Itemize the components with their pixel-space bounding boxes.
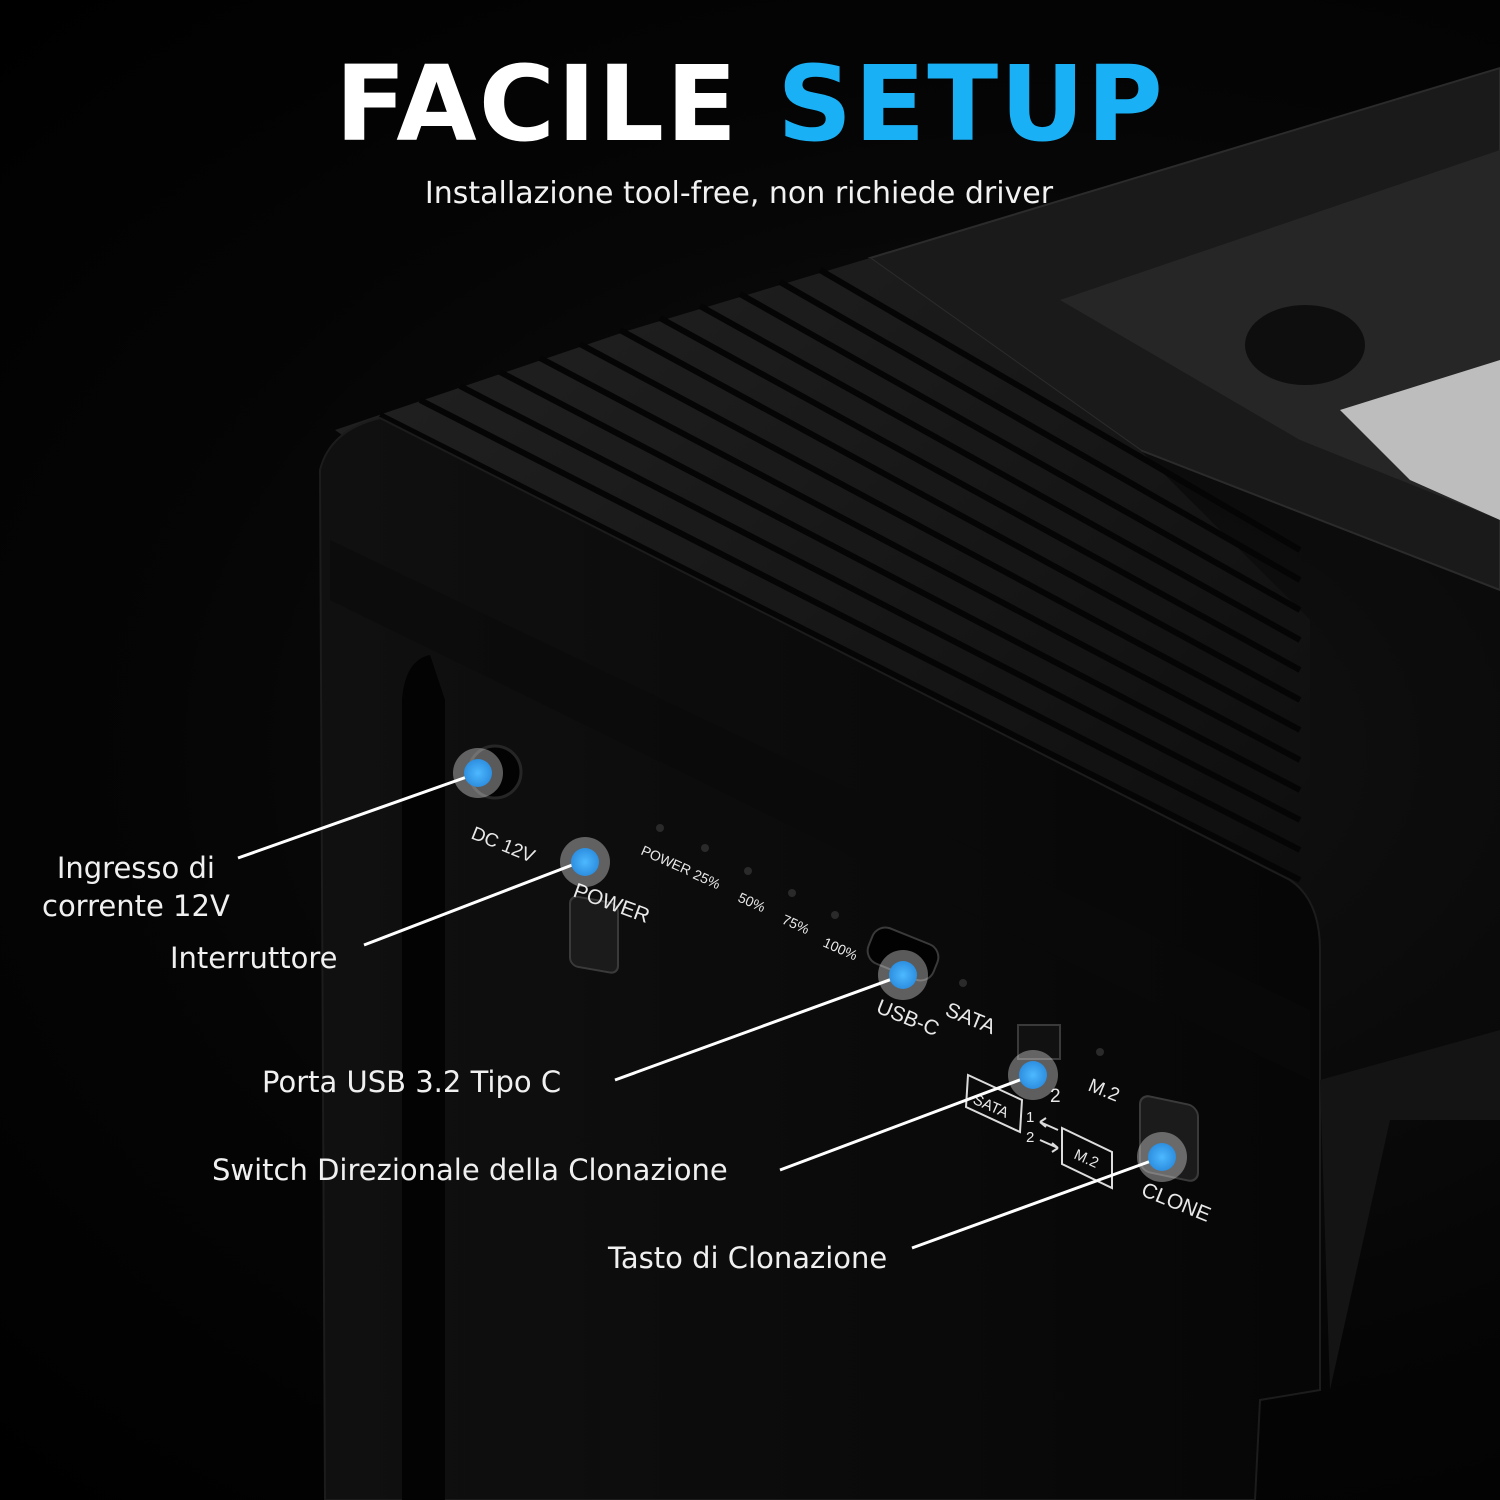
direction-switch-shape (1017, 1024, 1061, 1060)
power-button-shape (569, 895, 619, 974)
vent-slots (378, 267, 1302, 883)
callout-usb-port: Porta USB 3.2 Tipo C (262, 1065, 562, 1099)
panel-recess (402, 655, 445, 1500)
callout-clone-button: Tasto di Clonazione (608, 1241, 888, 1275)
page-subtitle: Installazione tool-free, non richiede dr… (424, 176, 1054, 211)
marker-usb-port (889, 961, 917, 989)
label-switch-pos-2: 2 (1050, 1086, 1061, 1107)
callout-power-input-line1: Ingresso di (56, 851, 215, 885)
title-main: FACILE (335, 43, 740, 165)
marker-direction-switch (1019, 1061, 1047, 1089)
callout-power-switch: Interruttore (170, 941, 338, 975)
marker-clone-button (1148, 1143, 1176, 1171)
marker-dc-input (464, 759, 492, 787)
title-accent: SETUP (777, 43, 1165, 165)
callout-clone-direction-switch: Switch Direzionale della Clonazione (212, 1153, 728, 1187)
page-title: FACILE SETUP (0, 52, 1500, 156)
callout-power-input-line2: corrente 12V (42, 888, 230, 923)
label-dir-2: 2 (1026, 1129, 1034, 1146)
callout-leader-lines (237, 771, 1163, 1250)
drive-label-sticker (1340, 360, 1500, 520)
marker-power-switch (571, 848, 599, 876)
callout-markers (453, 748, 1187, 1182)
label-dir-1: 1 (1026, 1109, 1034, 1126)
drive-bay (867, 66, 1500, 592)
callout-power-input: Ingresso di corrente 12V (42, 850, 230, 925)
